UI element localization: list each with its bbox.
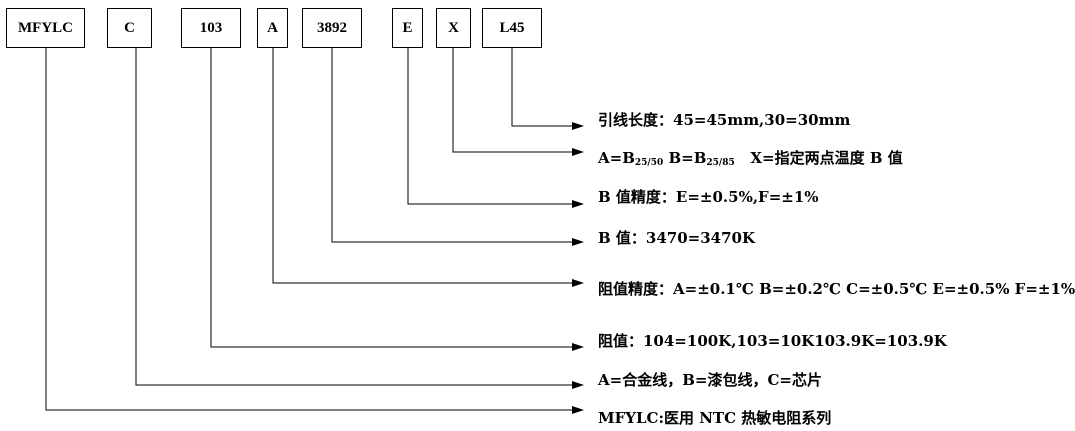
desc-b-value: B 值：3470=3470K xyxy=(598,229,756,247)
code-box-b-value: 3892 xyxy=(302,8,362,48)
desc-b-type-a-sub: 25/50 xyxy=(634,158,664,168)
desc-r-precision: 阻值精度：A=±0.1℃ B=±0.2℃ C=±0.5℃ E=±0.5% F=±… xyxy=(598,280,1075,298)
desc-series: MFYLC:医用 NTC 热敏电阻系列 xyxy=(598,409,832,427)
desc-b-type: A=B25/50 B=B25/85 X=指定两点温度 B 值 xyxy=(598,147,903,169)
arrowhead-x xyxy=(572,148,584,156)
desc-b-type-a: A=B xyxy=(598,149,635,167)
connector-c xyxy=(135,48,572,386)
arrowhead-103 xyxy=(572,343,584,351)
code-box-lead-length: L45 xyxy=(482,8,542,48)
desc-b-type-x: X=指定两点温度 B 值 xyxy=(734,149,903,167)
desc-lead-length: 引线长度：45=45mm,30=30mm xyxy=(598,111,851,129)
connector-l45 xyxy=(511,48,572,127)
desc-material: A=合金线，B=漆包线，C=芯片 xyxy=(598,371,822,389)
connector-e xyxy=(407,48,572,205)
desc-resistance: 阻值：104=100K,103=10K103.9K=103.9K xyxy=(598,332,947,350)
desc-b-type-b-sub: 25/85 xyxy=(706,158,735,168)
connector-mfylc xyxy=(45,48,572,411)
connector-a xyxy=(272,48,572,284)
arrowhead-c xyxy=(572,381,584,389)
desc-b-type-b: B=B xyxy=(663,149,707,167)
arrowhead-e xyxy=(572,200,584,208)
arrowhead-mfylc xyxy=(572,406,584,414)
arrowhead-l45 xyxy=(572,122,584,130)
code-box-resistance: 103 xyxy=(181,8,241,48)
arrowhead-a xyxy=(572,279,584,287)
connector-x xyxy=(452,48,572,153)
code-box-b-type: X xyxy=(436,8,471,48)
connector-3892 xyxy=(331,48,572,243)
code-box-r-precision: A xyxy=(257,8,288,48)
arrowhead-3892 xyxy=(572,238,584,246)
code-box-material: C xyxy=(107,8,152,48)
connector-103 xyxy=(210,48,572,348)
code-box-mfylc: MFYLC xyxy=(6,8,85,48)
desc-b-precision: B 值精度：E=±0.5%,F=±1% xyxy=(598,188,819,206)
code-box-b-precision: E xyxy=(392,8,423,48)
